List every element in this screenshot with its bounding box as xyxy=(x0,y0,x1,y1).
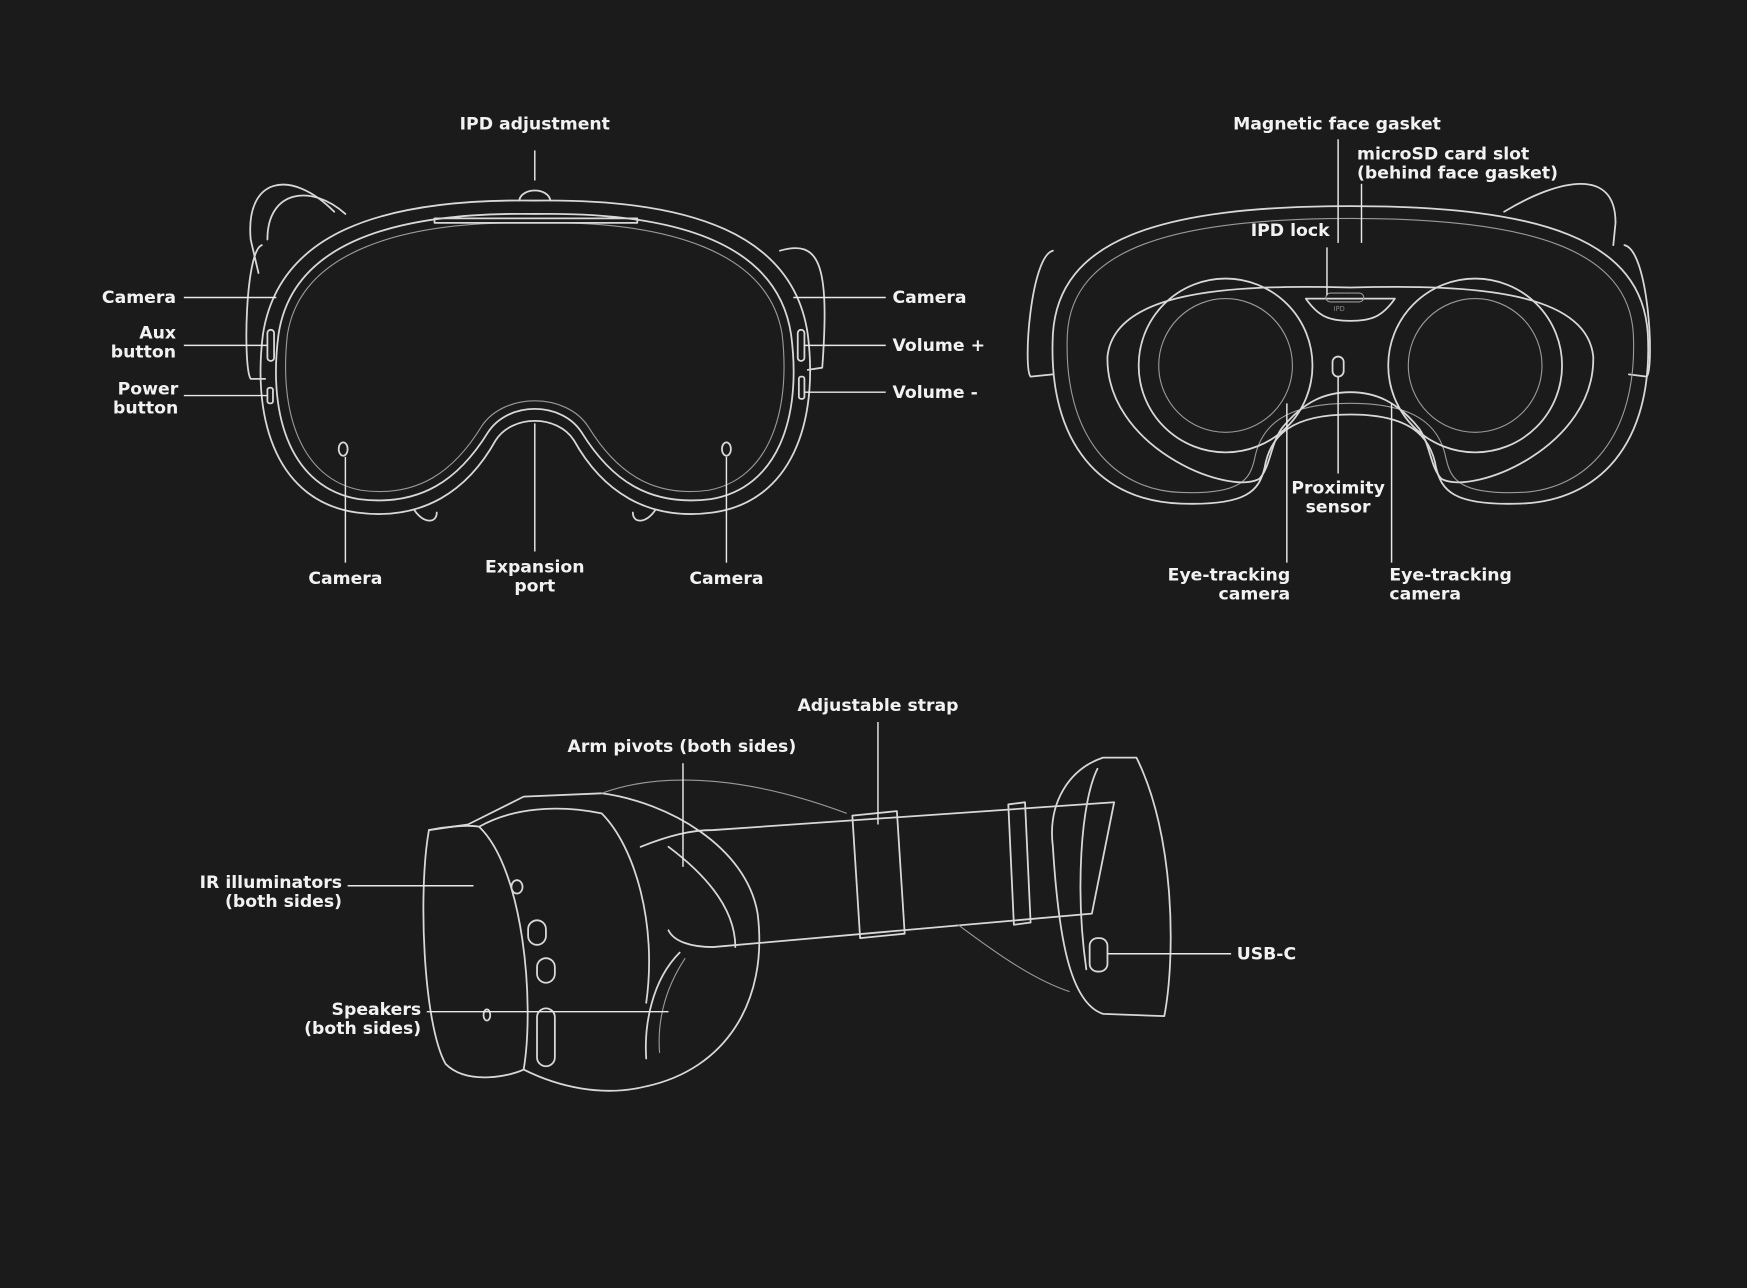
side-view-labels: Adjustable strap Arm pivots (both sides)… xyxy=(200,696,1296,1039)
label-ir-illuminators-1: IR illuminators xyxy=(200,873,342,893)
leader-lines xyxy=(183,139,1393,1013)
label-eye-tracking-left-2: camera xyxy=(1219,584,1291,604)
label-volume-down: Volume - xyxy=(892,383,977,403)
back-view-labels: Magnetic face gasket microSD card slot (… xyxy=(1168,114,1558,604)
label-camera-right-upper: Camera xyxy=(892,288,966,308)
label-power-button-2: button xyxy=(113,398,178,418)
label-proximity-2: sensor xyxy=(1306,498,1371,518)
label-speakers-1: Speakers xyxy=(332,1000,422,1020)
label-camera-right-lower: Camera xyxy=(689,569,763,589)
label-usb-c: USB-C xyxy=(1237,944,1296,964)
back-view-drawing: IPD xyxy=(1026,182,1651,505)
label-ipd-adjustment: IPD adjustment xyxy=(460,114,610,134)
front-view-labels: IPD adjustment Camera Aux button Power b… xyxy=(102,114,985,596)
side-view-drawing xyxy=(422,756,1172,1092)
label-expansion-port-1: Expansion xyxy=(485,558,585,578)
label-aux-button-1: Aux xyxy=(139,324,176,344)
label-expansion-port-2: port xyxy=(514,577,555,597)
label-eye-tracking-right-1: Eye-tracking xyxy=(1389,565,1512,585)
label-adjustable-strap: Adjustable strap xyxy=(797,696,958,716)
label-proximity-1: Proximity xyxy=(1291,479,1384,499)
label-ipd-lock: IPD lock xyxy=(1251,221,1330,241)
label-ir-illuminators-2: (both sides) xyxy=(225,892,342,912)
label-volume-up: Volume + xyxy=(892,336,985,356)
label-eye-tracking-left-1: Eye-tracking xyxy=(1168,565,1291,585)
label-magnetic-face-gasket: Magnetic face gasket xyxy=(1233,114,1441,134)
label-power-button-1: Power xyxy=(118,379,179,399)
label-aux-button-2: button xyxy=(111,343,176,363)
ipd-mark: IPD xyxy=(1334,305,1345,313)
label-arm-pivots: Arm pivots (both sides) xyxy=(568,737,797,757)
label-speakers-2: (both sides) xyxy=(304,1019,421,1039)
label-microsd-1: microSD card slot xyxy=(1357,144,1529,164)
label-camera-left-lower: Camera xyxy=(308,569,382,589)
label-eye-tracking-right-2: camera xyxy=(1389,584,1461,604)
label-camera-left-upper: Camera xyxy=(102,288,176,308)
label-microsd-2: (behind face gasket) xyxy=(1357,163,1558,183)
